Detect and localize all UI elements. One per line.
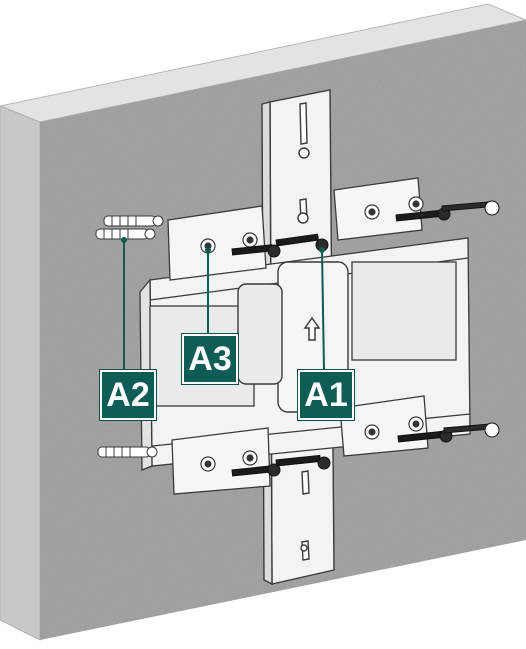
callout-dots [121,237,325,253]
bolt-top-center [275,233,329,252]
bolt-bottom-left [231,463,281,477]
bolt-bottom-center [275,454,331,470]
anchor-upper-2 [103,215,164,227]
wall-anchors [95,215,164,458]
bolt-right-lower-2 [443,422,500,438]
callout-leaders [123,240,325,371]
bolt-right-upper-1 [395,207,451,222]
callout-a3: A3 [182,334,238,384]
washers [200,196,424,472]
bolt-right-upper-2 [441,200,500,216]
anchor-lower-1 [97,446,158,458]
leader-a1 [321,249,325,371]
up-arrow-icon [303,316,321,341]
callout-a1: A1 [298,370,354,420]
bolt-top-left [231,244,281,258]
tab-top-left [167,205,267,281]
anchor-upper-1 [95,228,156,240]
lag-bolts [231,200,500,477]
callout-a2: A2 [100,370,156,420]
tab-bottom-left [171,427,271,495]
wall-left-edge [0,105,41,641]
